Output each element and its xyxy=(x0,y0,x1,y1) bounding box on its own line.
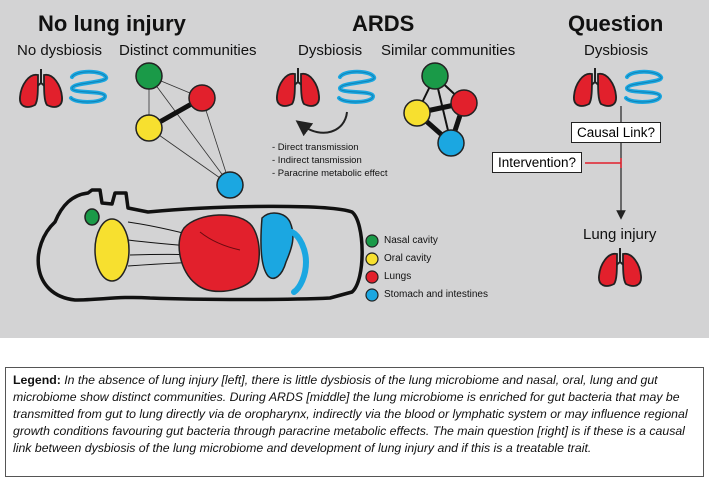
lungs-icon xyxy=(275,67,321,107)
legend-label-nasal: Nasal cavity xyxy=(384,235,438,246)
legend-label-lungs: Lungs xyxy=(384,271,412,282)
figure-caption: Legend: In the absence of lung injury [l… xyxy=(5,367,704,477)
label-distinct-communities: Distinct communities xyxy=(119,42,257,59)
lungs-icon xyxy=(597,247,643,287)
title-question: Question xyxy=(568,11,664,36)
figure-panel: No lung injury ARDS Question No dysbiosi… xyxy=(0,0,709,338)
label-no-dysbiosis: No dysbiosis xyxy=(17,42,103,59)
gut-icon xyxy=(624,69,664,104)
mechanism-item: - Direct transmission xyxy=(272,142,359,153)
label-dysbiosis: Dysbiosis xyxy=(298,42,363,59)
label-lung-injury: Lung injury xyxy=(583,226,657,243)
mechanism-item: - Paracrine metabolic effect xyxy=(272,168,388,179)
legend-dot xyxy=(365,288,379,302)
gut-icon xyxy=(69,69,109,104)
similar-communities-network xyxy=(403,62,478,157)
intervention-box: Intervention? xyxy=(492,152,583,173)
gut-icon xyxy=(337,69,377,104)
mechanism-item: - Indirect tansmission xyxy=(272,155,362,166)
lungs-icon xyxy=(18,68,64,108)
legend-dot xyxy=(365,252,379,266)
label-similar-communities: Similar communities xyxy=(381,42,516,59)
body-silhouette xyxy=(36,188,364,302)
caption-label: Legend: xyxy=(13,373,61,387)
label-dysbiosis-question: Dysbiosis xyxy=(584,42,649,59)
causal-link-box: Causal Link? xyxy=(571,122,662,143)
transmission-arrow xyxy=(295,111,348,137)
lungs-icon xyxy=(572,67,618,107)
legend-dot xyxy=(365,234,379,248)
legend-dot xyxy=(365,270,379,284)
title-no-lung-injury: No lung injury xyxy=(38,11,186,36)
legend-label-oral: Oral cavity xyxy=(384,253,432,264)
distinct-communities-network xyxy=(135,62,244,199)
caption-text: In the absence of lung injury [left], th… xyxy=(13,373,688,455)
legend-label-gut: Stomach and intestines xyxy=(384,289,488,300)
title-ards: ARDS xyxy=(352,11,415,36)
figure-graphics xyxy=(18,62,664,302)
